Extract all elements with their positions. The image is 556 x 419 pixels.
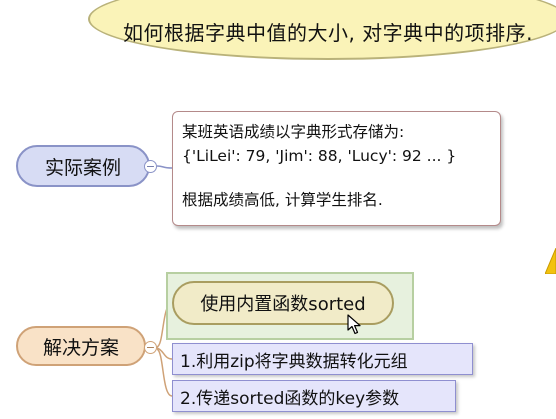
subtopic-step-2-label: 2.传递sorted函数的key参数 bbox=[180, 388, 400, 409]
connector-solution-step2 bbox=[156, 348, 173, 397]
subtopic-step-1[interactable]: 1.利用zip将字典数据转化元组 bbox=[172, 343, 473, 375]
description-line-1: 某班英语成绩以字典形式存储为: bbox=[182, 123, 405, 141]
central-topic-text: 如何根据字典中值的大小, 对字典中的项排序. bbox=[122, 21, 534, 45]
mouse-cursor-icon bbox=[347, 314, 361, 335]
subtopic-step-2[interactable]: 2.传递sorted函数的key参数 bbox=[172, 380, 456, 412]
topic-actual-case-label: 实际案例 bbox=[44, 156, 121, 179]
description-line-3: 根据成绩高低, 计算学生排名. bbox=[182, 191, 383, 209]
connector-solution-step1 bbox=[156, 347, 173, 360]
description-line-2: {'LiLei': 79, 'Jim': 88, 'Lucy': 92 ... … bbox=[182, 147, 457, 165]
description-card[interactable]: 某班英语成绩以字典形式存储为: {'LiLei': 79, 'Jim': 88,… bbox=[172, 111, 501, 226]
topic-solution-label: 解决方案 bbox=[42, 336, 119, 359]
topic-solution[interactable]: 解决方案 bbox=[16, 326, 146, 366]
connector-actual-case bbox=[156, 165, 173, 169]
collapse-actual-case-icon[interactable]: − bbox=[144, 160, 157, 173]
warning-icon bbox=[545, 248, 556, 274]
central-topic[interactable]: 如何根据字典中值的大小, 对字典中的项排序. bbox=[88, 0, 556, 60]
subtopic-method[interactable]: 使用内置函数sorted bbox=[172, 281, 394, 325]
subtopic-step-1-label: 1.利用zip将字典数据转化元组 bbox=[180, 351, 408, 372]
topic-actual-case[interactable]: 实际案例 bbox=[16, 145, 150, 187]
subtopic-method-label: 使用内置函数sorted bbox=[200, 294, 366, 315]
collapse-solution-icon[interactable]: − bbox=[144, 341, 157, 354]
